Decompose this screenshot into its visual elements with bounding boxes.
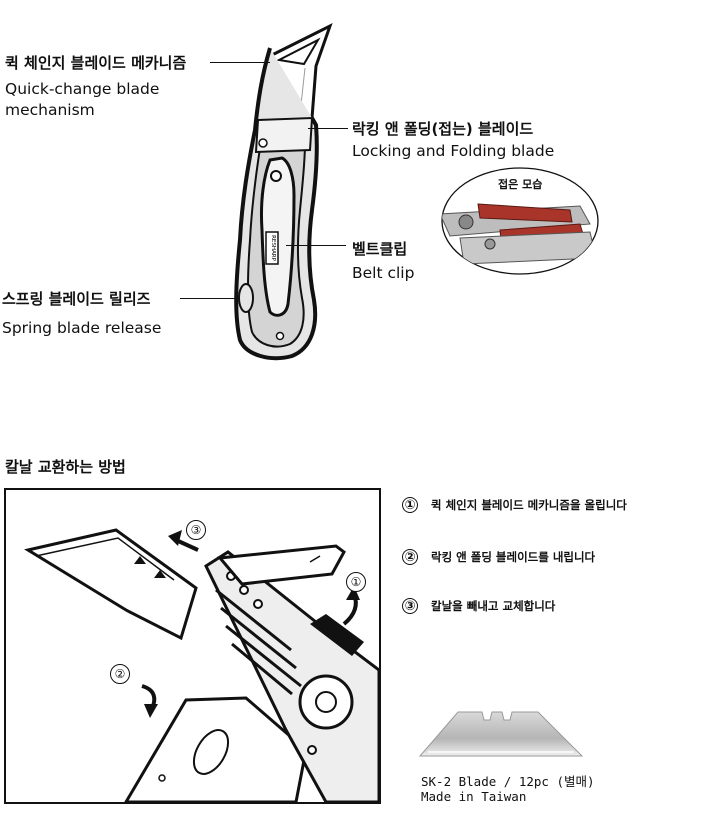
replacement-blade-image [418,711,584,757]
step-2-number: ② [402,549,418,565]
folded-view-photo [441,167,599,275]
diagram-frame: ③ ① ② [4,488,381,804]
leader-quick-change [210,62,270,63]
step-1-number-text: ① [404,497,416,513]
folded-view-label: 접은 모습 [498,178,543,191]
callout-belt-clip-en: Belt clip [352,264,415,282]
leader-locking [308,128,348,129]
step-2: ② 락킹 앤 폴딩 블레이드를 내립니다 [402,549,595,565]
blade-info-line1: SK-2 Blade / 12pc (별매) [421,774,595,789]
blade-change-diagram [24,528,379,802]
diagram-marker-3-text: ③ [190,523,202,537]
step-1: ① 퀵 체인지 블레이드 메카니즘을 올립니다 [402,497,627,513]
handle-brand-text: RESHARP [270,235,276,262]
knife-illustration: RESHARP [234,23,333,361]
step-3-text: 칼날을 빼내고 교체합니다 [431,599,556,613]
diagram-marker-2-text: ② [114,667,126,681]
step-1-number: ① [402,497,418,513]
callout-locking-en: Locking and Folding blade [352,142,555,160]
blade-info-line2: Made in Taiwan [421,789,527,804]
callout-belt-clip-ko: 벨트클립 [352,240,408,258]
callout-spring-en: Spring blade release [2,319,162,337]
step-2-number-text: ② [404,549,416,565]
leader-belt-clip [286,245,346,246]
step-3-number-text: ③ [404,598,416,614]
callout-quick-change-ko: 퀵 체인지 블레이드 메카니즘 [5,54,187,72]
step-3-number: ③ [402,598,418,614]
callout-spring-ko: 스프링 블레이드 릴리즈 [2,290,151,308]
step-2-text: 락킹 앤 폴딩 블레이드를 내립니다 [431,550,596,564]
step-1-text: 퀵 체인지 블레이드 메카니즘을 올립니다 [431,498,627,512]
diagram-marker-1-text: ① [350,575,362,589]
callout-quick-change-en-2: mechanism [5,101,95,119]
diagram-marker-3: ③ [186,520,206,540]
leader-spring [180,298,240,299]
step-3: ③ 칼날을 빼내고 교체합니다 [402,598,555,614]
diagram-marker-1: ① [346,572,366,592]
diagram-marker-2: ② [110,664,130,684]
callout-quick-change-en-1: Quick-change blade [5,80,160,98]
callout-locking-ko: 락킹 앤 폴딩(접는) 블레이드 [352,120,534,138]
section-title: 칼날 교환하는 방법 [5,458,126,476]
